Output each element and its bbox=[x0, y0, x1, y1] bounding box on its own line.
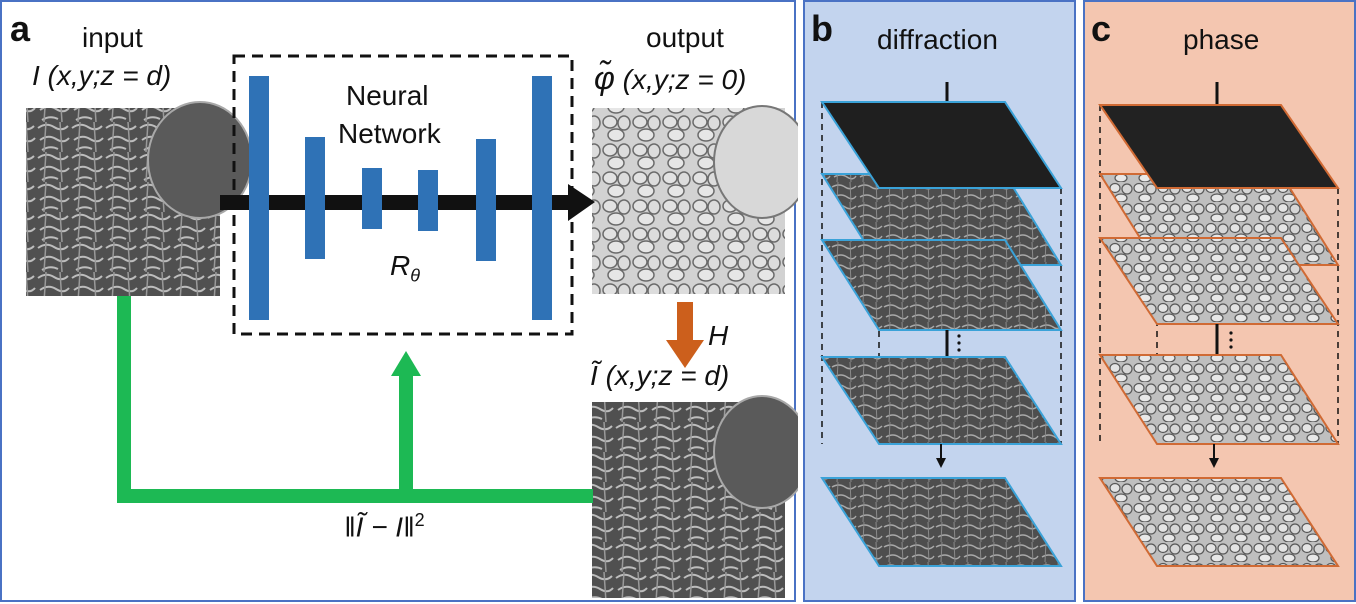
output-title: output bbox=[646, 22, 724, 53]
diffraction-plane-2 bbox=[820, 239, 1063, 331]
output-formula-rest: (x,y;z = 0) bbox=[622, 64, 747, 95]
feedback-loop bbox=[117, 296, 593, 503]
diffraction-plane-3 bbox=[820, 356, 1063, 445]
phase-plane-top bbox=[1098, 104, 1340, 189]
phase-plane-final bbox=[1098, 477, 1340, 567]
panel-c-diagram bbox=[1098, 82, 1340, 567]
input-image bbox=[26, 101, 253, 296]
phase-plane-3 bbox=[1098, 354, 1340, 445]
loss-label: ‖Ĩ − I‖2 bbox=[344, 510, 425, 543]
recon-formula: Ĩ (x,y;z = d) bbox=[590, 360, 729, 392]
panel-letter: a bbox=[10, 8, 31, 49]
phase-plane-2 bbox=[1098, 237, 1340, 325]
panel-c: c phase bbox=[1083, 0, 1356, 602]
propagation-label: H bbox=[708, 320, 729, 351]
network-symbol: Rθ bbox=[390, 250, 420, 287]
panel-a-diagram bbox=[26, 54, 798, 598]
panel-letter: c bbox=[1091, 8, 1112, 49]
panel-b-diagram bbox=[820, 82, 1063, 567]
propagation-arrow bbox=[666, 302, 704, 368]
network-layers bbox=[249, 76, 552, 320]
output-formula-symbol: φ̃ bbox=[594, 60, 615, 96]
network-symbol-sub: θ bbox=[410, 265, 420, 286]
network-box bbox=[232, 54, 574, 336]
panel-title: phase bbox=[1183, 24, 1260, 55]
reconstructed-image bbox=[592, 395, 798, 598]
panel-letter: b bbox=[811, 8, 833, 49]
recon-formula-symbol: Ĩ bbox=[590, 360, 598, 391]
output-image bbox=[592, 105, 798, 294]
recon-formula-rest: (x,y;z = d) bbox=[605, 360, 730, 391]
panel-b: b diffraction bbox=[803, 0, 1076, 602]
diffraction-plane-final bbox=[820, 477, 1063, 567]
diffraction-plane-top bbox=[820, 101, 1063, 189]
output-formula: φ̃ (x,y;z = 0) bbox=[594, 60, 746, 97]
network-label-line1: Neural bbox=[346, 80, 429, 111]
input-formula: I (x,y;z = d) bbox=[32, 60, 172, 91]
loss-label-main: ‖Ĩ − I‖ bbox=[344, 511, 415, 543]
loss-exponent: 2 bbox=[414, 510, 425, 530]
input-title: input bbox=[82, 22, 143, 53]
panel-title: diffraction bbox=[877, 24, 998, 55]
network-symbol-main: R bbox=[390, 250, 411, 281]
panel-a: a input I (x,y;z = d) Neural Network Rθ … bbox=[0, 0, 798, 602]
network-label-line2: Network bbox=[338, 118, 441, 149]
